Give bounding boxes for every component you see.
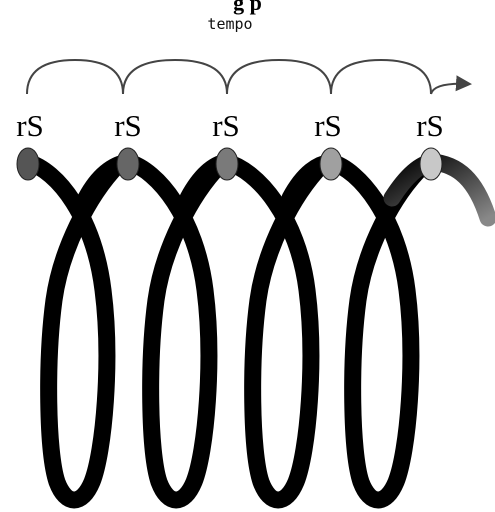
node-3: [216, 148, 238, 180]
helix-coil: [27, 162, 424, 500]
time-arc-2: [123, 60, 227, 94]
coil-loop-1: [27, 162, 118, 500]
time-arc-3: [227, 60, 331, 94]
node-1: [17, 148, 39, 180]
time-arc-1: [27, 60, 123, 94]
time-arcs: [27, 60, 470, 94]
node-4: [320, 148, 342, 180]
time-arrow: [431, 84, 470, 94]
time-arc-4: [331, 60, 431, 94]
node-5: [420, 148, 442, 180]
node-2: [117, 148, 139, 180]
